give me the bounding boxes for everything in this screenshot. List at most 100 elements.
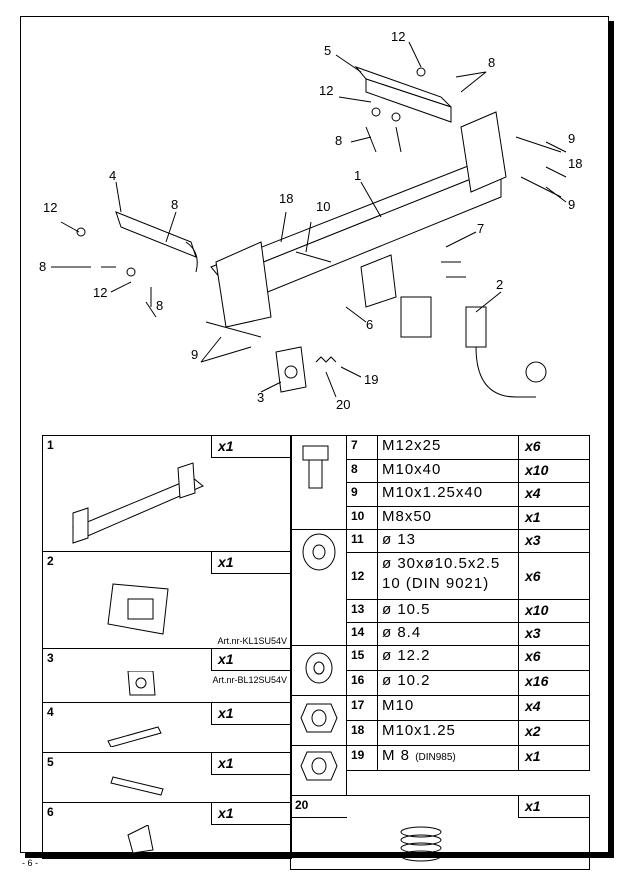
part-number: 6 [42,802,212,825]
part-description: M8x50 [377,505,519,530]
part-number: 12 [346,552,378,600]
part-quantity: x4 [518,695,590,721]
part-quantity: x4 [518,482,590,507]
part-number: 17 [346,695,378,721]
bolt-thumbnail [290,435,347,530]
callout-18b: 18 [279,191,293,206]
part-number: 18 [346,720,378,746]
callout-7: 7 [477,221,484,236]
spring-thumbnail [290,817,590,870]
part-description-line1: ø 30xø10.5x2.5 [382,555,501,573]
towball-kit-thumbnail: Art.nr-KL1SU54V [42,573,292,649]
article-number: Art.nr-KL1SU54V [217,636,287,646]
callout-9a: 9 [568,131,575,146]
part-quantity: x3 [518,528,590,554]
callout-1: 1 [354,168,361,183]
socket-drawing [400,296,432,338]
lock-nut-thumbnail [290,745,347,796]
part-description: M10x40 [377,458,519,483]
part-number: 14 [346,621,378,647]
part-quantity: x1 [211,702,292,725]
bracket-4-thumbnail [42,724,292,753]
callout-19: 19 [364,372,378,387]
part-number: 8 [346,458,378,483]
callout-8c: 8 [171,197,178,212]
part-number: 20 [290,795,347,818]
part-number: 16 [346,670,378,696]
callout-12d: 12 [93,285,107,300]
callout-2: 2 [496,277,503,292]
callout-3: 3 [257,390,264,405]
callout-12b: 12 [319,83,333,98]
part-number: 13 [346,598,378,623]
callout-20: 20 [336,397,350,412]
part-quantity: x1 [211,648,292,671]
washer-thumbnail [290,529,347,646]
part-number: 5 [42,752,212,775]
part-description: ø 30xø10.5x2.5 10 (DIN 9021) [377,552,519,600]
nut-thumbnail [290,695,347,746]
part-description-line2: 10 (DIN 9021) [382,575,490,593]
part-quantity: x1 [211,752,292,775]
part-quantity: x6 [518,645,590,671]
part-number: 9 [346,482,378,507]
callout-9c: 9 [191,347,198,362]
callout-18a: 18 [568,156,582,171]
callout-8a: 8 [488,55,495,70]
page-frame: 12 5 8 12 8 9 18 1 4 8 10 18 7 12 8 12 8… [20,16,609,870]
part-quantity: x3 [518,621,590,647]
part-description: ø 10.5 [377,598,519,623]
callouts: 12 5 8 12 8 9 18 1 4 8 10 18 7 12 8 12 8… [39,29,582,412]
callout-6: 6 [366,317,373,332]
bracket-4-drawing [115,211,198,273]
callout-9b: 9 [568,197,575,212]
part-quantity: x2 [518,720,590,746]
part-description: ø 12.2 [377,645,519,671]
parts-table-right: 7 M12x25 x6 8 M10x40 x10 9 M10x1.25x40 x… [290,435,590,870]
callout-8d: 8 [39,259,46,274]
towball-drawing [465,306,547,398]
leader-lines [51,41,567,398]
article-number: Art.nr-BL12SU54V [212,675,287,685]
part-number: 1 [42,435,212,458]
part-description-main: M 8 [382,747,411,764]
callout-12a: 12 [391,29,405,44]
part-number: 11 [346,528,378,554]
part-number: 3 [42,648,212,671]
exploded-diagram: 12 5 8 12 8 9 18 1 4 8 10 18 7 12 8 12 8… [39,29,582,412]
part-number: 19 [346,745,378,771]
part-quantity: x1 [518,505,590,530]
part-description: ø 8.4 [377,621,519,647]
parts-table-left: 1 x1 2 x1 Art.nr-KL1SU54V 3 x1 Art.nr-BL… [42,435,292,859]
plate-3-drawing [275,346,307,393]
part-number: 10 [346,505,378,530]
crossbar-thumbnail [42,457,292,552]
callout-12c: 12 [43,200,57,215]
part-description: ø 10.2 [377,670,519,696]
bracket-5-thumbnail [42,774,292,803]
spring-washer-thumbnail [290,645,347,696]
part-description: M10x1.25 [377,720,519,746]
crossbar-drawing [210,111,507,328]
callout-8e: 8 [156,298,163,313]
part-quantity: x1 [518,795,590,818]
callout-5: 5 [324,43,331,58]
part-quantity: x1 [211,802,292,825]
part-quantity: x16 [518,670,590,696]
part-quantity: x6 [518,435,590,460]
callout-8b: 8 [335,133,342,148]
bracket-6-thumbnail [42,824,292,859]
part-quantity: x10 [518,598,590,623]
part-number: 2 [42,551,212,574]
part-quantity: x1 [211,435,292,458]
page-number: - 6 - [22,858,39,868]
part-description: M 8 (DIN985) [377,745,519,771]
bracket-5-drawing [354,65,452,123]
part-description-standard: (DIN985) [415,752,456,763]
callout-10: 10 [316,199,330,214]
plate-thumbnail: Art.nr-BL12SU54V [42,670,292,703]
part-description: M10 [377,695,519,721]
part-number: 7 [346,435,378,460]
part-quantity: x1 [211,551,292,574]
part-quantity: x1 [518,745,590,771]
